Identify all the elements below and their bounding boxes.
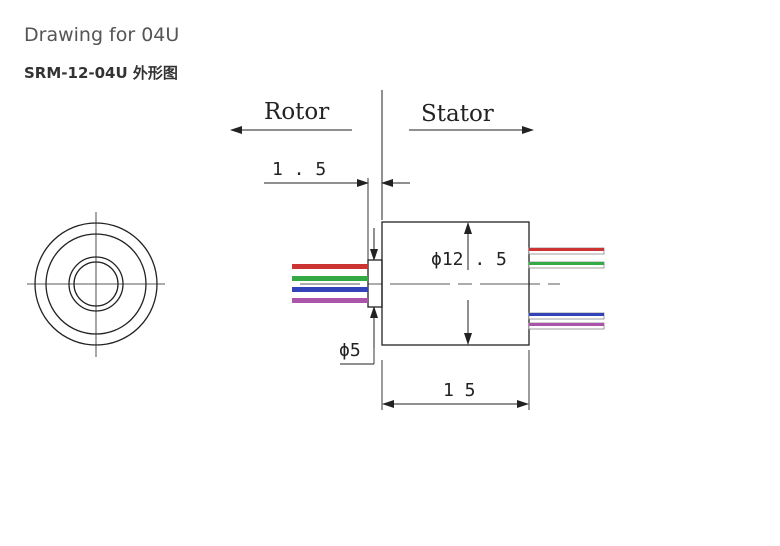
rotor-flange xyxy=(367,259,383,308)
stator-wire-red xyxy=(528,247,605,255)
rotor-wires xyxy=(292,264,368,303)
rotor-wire-blue xyxy=(292,287,368,292)
stator-wire-purple xyxy=(528,322,605,330)
stator-wire-blue xyxy=(528,312,605,320)
dim-flange-text: 1 . 5 xyxy=(272,159,326,180)
dim-length-text: 1 5 xyxy=(443,380,476,401)
dim-shaft-diameter-text: ϕ5 xyxy=(339,340,361,361)
stator-wires xyxy=(528,247,605,330)
rotor-wire-red xyxy=(292,264,368,269)
stator-body xyxy=(381,221,530,346)
stator-label: Stator xyxy=(421,101,494,127)
dim-body-diameter-text: ϕ12 . 5 xyxy=(431,249,507,270)
page-title: Drawing for 04U xyxy=(24,24,180,46)
rotor-label: Rotor xyxy=(264,99,329,125)
rotor-wire-green xyxy=(292,276,368,281)
stator-wire-green xyxy=(528,261,605,269)
front-view xyxy=(27,212,165,357)
side-view xyxy=(300,221,560,346)
drawing-subtitle: SRM-12-04U 外形图 xyxy=(24,64,178,82)
rotor-wire-purple xyxy=(292,298,368,303)
